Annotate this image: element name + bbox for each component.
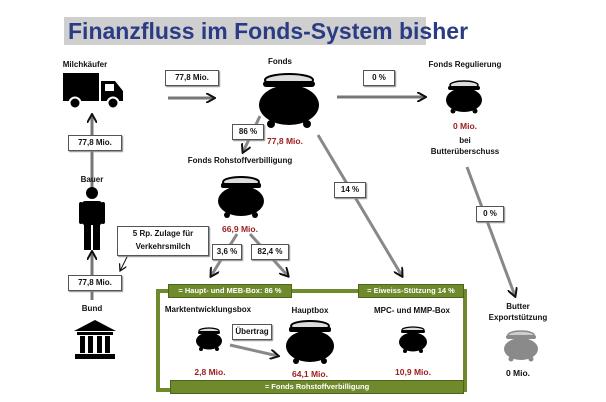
fonds-regulierung-value: 0 Mio. [452, 121, 478, 131]
flow-rohstoff-haupt: 82,4 % [251, 244, 289, 260]
flow-bauer-milchkaeufer: 77,8 Mio. [68, 135, 122, 151]
flow-fonds-eiweiss: 14 % [334, 182, 366, 198]
mpc-mmp-box-value: 10,9 Mio. [395, 367, 431, 377]
marktentwicklungsbox-value: 2,8 Mio. [194, 367, 226, 377]
hauptbox-label: Hauptbox [291, 306, 329, 315]
fonds-rohstoff-value: 66,9 Mio. [222, 224, 258, 234]
flow-regulierung-export: 0 % [476, 206, 504, 222]
milchkaeufer-label: Milchkäufer [62, 60, 108, 69]
money-pot-icon [504, 330, 538, 362]
money-pot-icon [259, 73, 319, 128]
regulierung-note-1: bei [459, 136, 471, 145]
money-pot-icon [446, 80, 482, 114]
butter-export-value: 0 Mio. [505, 368, 531, 378]
money-pot-icon [399, 326, 427, 353]
butter-export-label-2: Exportstützung [488, 313, 548, 322]
fonds-regulierung-label: Fonds Regulierung [428, 60, 502, 69]
arrow-fonds-eiweiss [316, 134, 402, 276]
flow-rohstoff-markt: 3,6 % [212, 244, 242, 260]
marktentwicklungsbox-label: Marktentwicklungsbox [164, 305, 252, 314]
money-pot-icon [196, 327, 222, 351]
hauptbox-value: 64,1 Mio. [292, 369, 328, 379]
bauer-label: Bauer [80, 175, 104, 184]
fonds-value: 77,8 Mio. [267, 136, 303, 146]
uebertrag-label: Übertrag [232, 324, 272, 340]
flow-fonds-regulierung: 0 % [363, 70, 395, 86]
flow-fonds-rohstoff: 86 % [232, 124, 264, 140]
money-pot-icon [286, 320, 334, 364]
arrow-uebertrag [229, 343, 278, 356]
flow-milchkaeufer-fonds: 77,8 Mio. [165, 70, 219, 86]
bar-rohstoff: = Fonds Rohstoffverbilligung [170, 380, 464, 394]
regulierung-note-2: Butterüberschuss [430, 147, 500, 156]
mpc-mmp-box-label: MPC- und MMP-Box [374, 306, 450, 315]
truck-icon [63, 73, 123, 109]
person-icon [79, 187, 105, 250]
fonds-rohstoff-label: Fonds Rohstoffverbilligung [187, 156, 293, 165]
money-pot-icon [218, 176, 264, 218]
bar-eiweiss: = Eiweiss-Stützung 14 % [358, 284, 464, 298]
zulage-note: 5 Rp. Zulage für Verkehrsmilch [117, 226, 209, 256]
fonds-label: Fonds [268, 57, 292, 66]
butter-export-label-1: Butter [506, 302, 530, 311]
government-building-icon [74, 320, 116, 359]
flow-bund-bauer: 77,8 Mio. [68, 275, 122, 291]
zulage-line2: Verkehrsmilch [135, 242, 191, 251]
bar-haupt-meb: = Haupt- und MEB-Box: 86 % [168, 284, 292, 298]
bund-label: Bund [81, 304, 103, 313]
arrow-regulierung-export [465, 166, 515, 296]
page-title: Finanzfluss im Fonds-System bisher [64, 17, 468, 45]
zulage-line1: 5 Rp. Zulage für [132, 229, 194, 238]
